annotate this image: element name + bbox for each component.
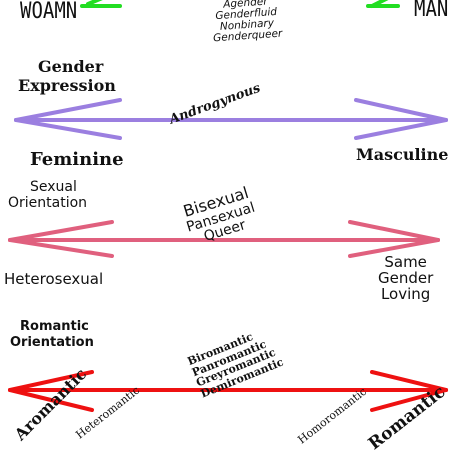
gender-expression-left-label: Feminine [30, 149, 124, 170]
sexual-orientation-arrow [8, 220, 440, 258]
gender-expression-heading-line2: Expression [18, 76, 116, 95]
gender-expression-arrow [14, 98, 448, 140]
sexual-orientation-right-line: Same [384, 253, 427, 271]
gender-expression-heading-line1: Gender [38, 57, 104, 76]
romantic-orientation-heading-line1: Romantic [20, 319, 89, 334]
romantic-orientation-heading-line2: Orientation [10, 335, 94, 350]
sexual-orientation-right-label: Same Gender Loving [378, 253, 434, 303]
sexual-orientation-right-line: Loving [380, 284, 431, 303]
gender-identity-middle-terms: Agender Genderfluid Nonbinary Genderquee… [211, 0, 283, 44]
gender-expression-right-label: Masculine [356, 145, 449, 164]
gender-identity-right-label: MAN [414, 0, 449, 22]
sexual-orientation-heading-line2: Orientation [8, 195, 88, 211]
sexual-orientation-left-label: Heterosexual [4, 270, 104, 288]
sexual-orientation-right-line: Gender [378, 268, 434, 287]
gender-identity-left-label: WOAMN [20, 0, 78, 24]
romantic-orientation-arrow [8, 370, 448, 412]
gender-identity-arrow [80, 0, 400, 8]
sexual-orientation-heading-line1: Sexual [30, 179, 77, 195]
